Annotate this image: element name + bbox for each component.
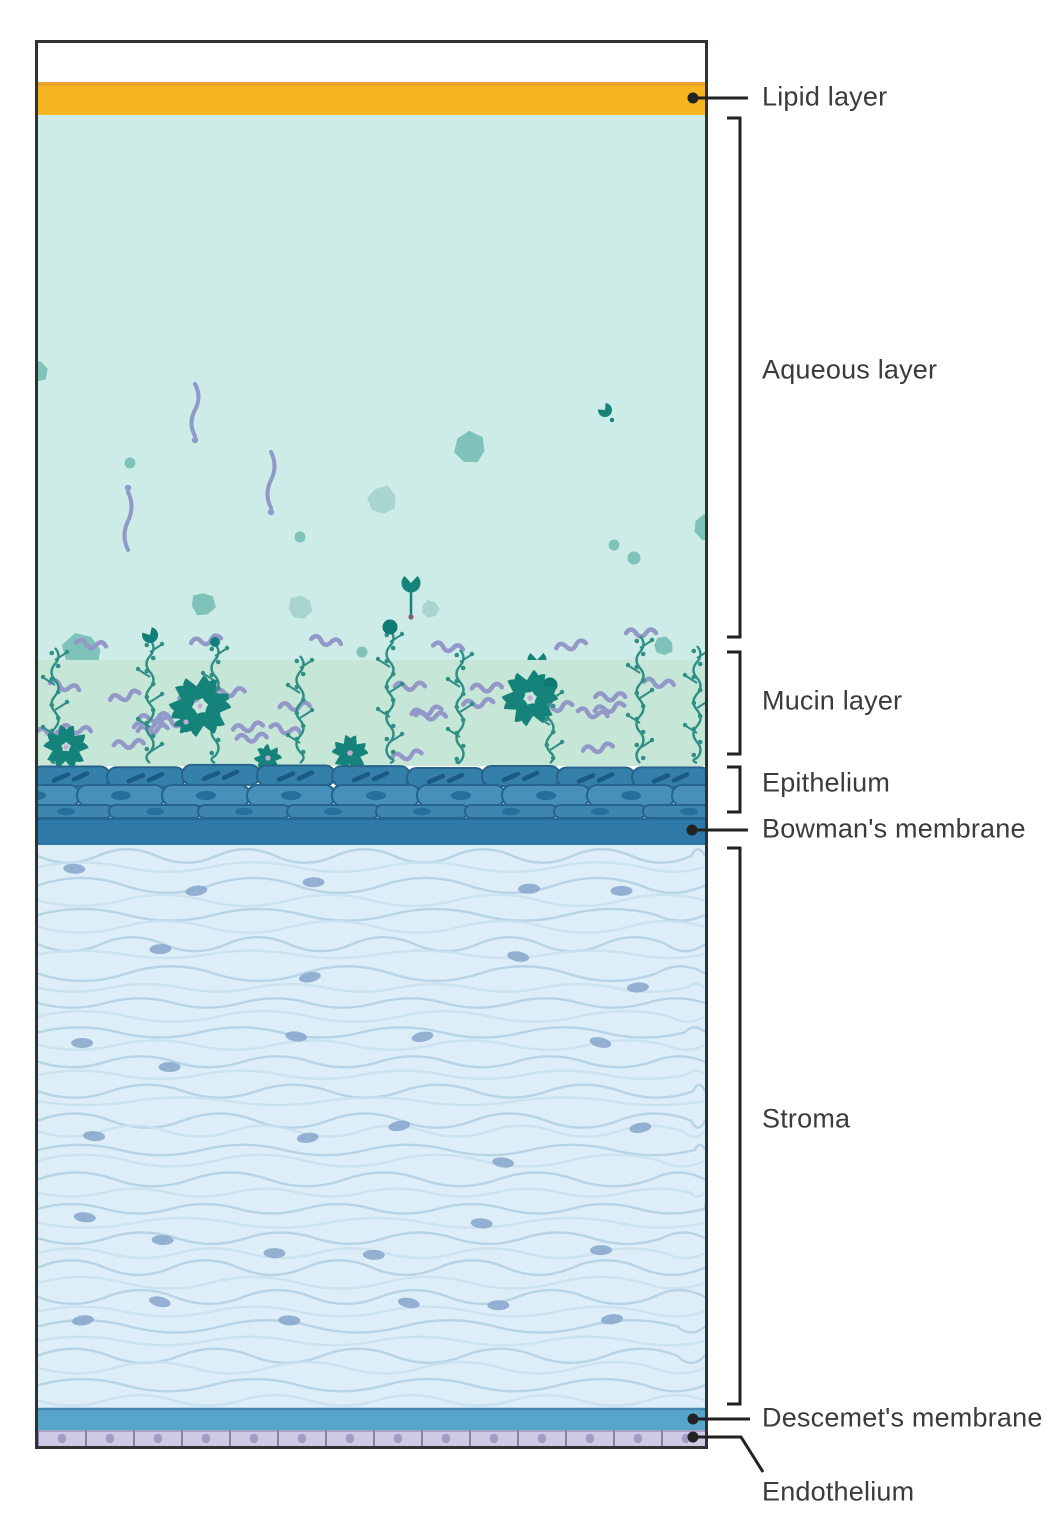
bowmans-membrane-band — [38, 818, 705, 845]
label-lipid-layer: Lipid layer — [762, 81, 888, 112]
descemet-callout — [687, 1413, 750, 1425]
aqueous-bracket — [727, 116, 742, 639]
aqueous-particles — [38, 361, 705, 733]
label-descemets-membrane: Descemet's membrane — [762, 1402, 1043, 1433]
mucin-layer-band — [38, 660, 705, 766]
lipid-layer-band — [38, 82, 705, 115]
endothelium-callout — [687, 1431, 765, 1473]
label-stroma: Stroma — [762, 1103, 851, 1134]
bowman-callout — [686, 824, 748, 836]
diagram-box-border — [35, 40, 708, 1449]
epithelium-band — [38, 763, 705, 819]
lipid-callout — [687, 92, 748, 104]
stroma-band — [38, 845, 705, 1408]
stroma-bracket — [727, 846, 742, 1406]
label-endothelium: Endothelium — [762, 1476, 915, 1507]
label-mucin-layer: Mucin layer — [762, 685, 903, 716]
descemets-membrane-band — [38, 1407, 705, 1430]
label-epithelium: Epithelium — [762, 767, 891, 798]
mucin-bracket — [727, 650, 742, 756]
epithelium-bracket — [727, 765, 742, 814]
mucin-squiggles — [38, 627, 677, 762]
label-aqueous-layer: Aqueous layer — [762, 354, 938, 385]
stroma-keratocyte-nuclei — [63, 863, 652, 1326]
endothelium-band — [38, 1430, 705, 1446]
label-bowmans-membrane: Bowman's membrane — [762, 813, 1026, 844]
mucin-rosettes — [43, 669, 559, 773]
mucin-strands — [40, 619, 705, 765]
aqueous-layer-band — [38, 115, 705, 660]
